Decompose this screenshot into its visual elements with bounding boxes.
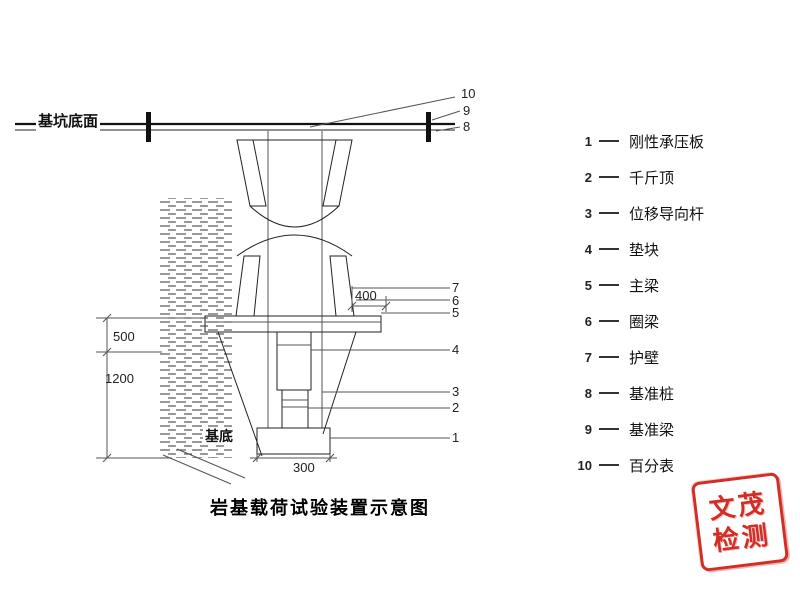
callout-10: 10	[461, 86, 476, 101]
base-label: 基底	[203, 428, 235, 445]
dim-500: 500	[113, 329, 135, 344]
legend-label: 护壁	[629, 349, 660, 367]
legend-dash-line	[599, 356, 619, 358]
legend-label: 圈梁	[629, 313, 660, 331]
legend-item-9: 9 基准梁	[566, 411, 704, 447]
legend-number: 10	[577, 457, 592, 473]
legend-item-8: 8 基准桩	[566, 375, 704, 411]
shaft-walls	[235, 139, 355, 317]
legend-item-5: 5 主梁	[566, 267, 704, 303]
legend-number: 8	[584, 385, 592, 401]
legend-item-10: 10 百分表	[566, 447, 704, 483]
legend-label: 垫块	[629, 241, 660, 259]
pit-bottom-label: 基坑底面	[36, 113, 101, 131]
spacer-block	[276, 331, 312, 391]
legend-dash-line	[599, 392, 619, 394]
dim-1200: 1200	[105, 371, 134, 386]
top-leader-lines	[309, 96, 461, 132]
dim-400: 400	[355, 288, 377, 303]
legend-number: 2	[584, 169, 592, 185]
dim-300-lines	[250, 453, 337, 463]
legend-dash-line	[599, 212, 619, 214]
dim-400-lines	[347, 286, 391, 312]
legend-dash-line	[599, 248, 619, 250]
guide-rods	[267, 131, 323, 428]
legend-dash-line	[599, 140, 619, 142]
callout-8: 8	[463, 119, 471, 134]
callout-9: 9	[463, 103, 471, 118]
reference-piles	[146, 112, 431, 142]
legend-number: 4	[584, 241, 592, 257]
legend-number: 5	[584, 277, 592, 293]
excavation-slopes	[217, 331, 357, 457]
jack	[281, 389, 309, 429]
legend-item-2: 2 千斤顶	[566, 159, 704, 195]
callout-3: 3	[452, 384, 460, 399]
legend-label: 基准梁	[629, 421, 675, 439]
callout-2: 2	[452, 400, 460, 415]
legend-item-3: 3 位移导向杆	[566, 195, 704, 231]
legend-item-1: 1 刚性承压板	[566, 123, 704, 159]
legend-number: 6	[584, 313, 592, 329]
legend-number: 1	[584, 133, 592, 149]
legend-dash-line	[599, 464, 619, 466]
soil-hatch	[160, 198, 246, 485]
dim-300: 300	[293, 460, 315, 475]
legend-label: 主梁	[629, 277, 660, 295]
callout-6: 6	[452, 293, 460, 308]
legend-dash-line	[599, 320, 619, 322]
legend-dash-line	[599, 428, 619, 430]
bearing-plate	[256, 427, 331, 455]
diagram-title: 岩基载荷试验装置示意图	[210, 498, 430, 518]
legend-label: 百分表	[629, 457, 675, 475]
legend-item-4: 4 垫块	[566, 231, 704, 267]
legend: 1 刚性承压板 2 千斤顶 3 位移导向杆 4 垫块 5 主梁 6 圈梁	[566, 123, 704, 483]
callout-7: 7	[452, 280, 460, 295]
right-leader-lines	[308, 287, 450, 439]
company-stamp: 文茂 检测	[690, 471, 790, 573]
callout-4: 4	[452, 342, 460, 357]
legend-dash-line	[599, 284, 619, 286]
legend-number: 3	[584, 205, 592, 221]
callout-5: 5	[452, 305, 460, 320]
left-dimension-lines	[96, 313, 205, 463]
legend-label: 位移导向杆	[629, 205, 705, 223]
legend-dash-line	[599, 176, 619, 178]
legend-label: 刚性承压板	[629, 133, 705, 151]
legend-label: 千斤顶	[629, 169, 675, 187]
legend-item-7: 7 护壁	[566, 339, 704, 375]
callout-1: 1	[452, 430, 460, 445]
legend-label: 基准桩	[629, 385, 675, 403]
legend-item-6: 6 圈梁	[566, 303, 704, 339]
legend-number: 7	[584, 349, 592, 365]
legend-number: 9	[584, 421, 592, 437]
stamp-line-2: 检测	[711, 519, 773, 557]
